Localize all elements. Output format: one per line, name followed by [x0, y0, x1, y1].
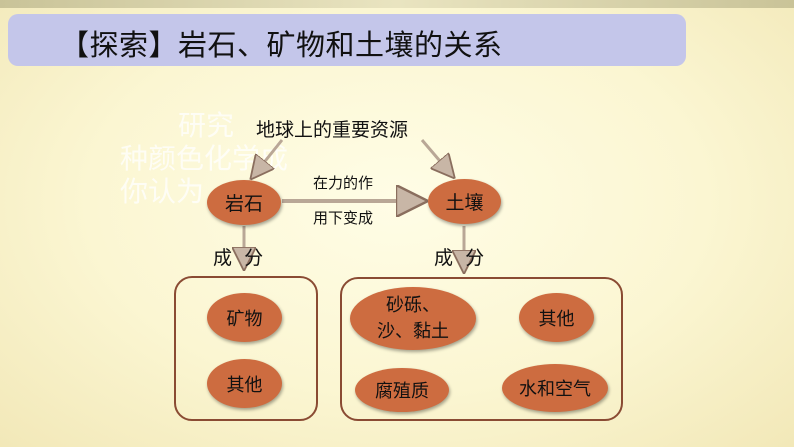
gravel-sand-clay-node: 砂砾、 沙、黏土	[350, 287, 476, 350]
rock-other-node-label: 其他	[226, 374, 263, 396]
mineral-node: 矿物	[207, 293, 282, 342]
arrow-root-to-rock	[254, 139, 284, 175]
soil-composition-box	[340, 277, 623, 421]
humus-node-label: 腐殖质	[375, 381, 429, 402]
mineral-node-label: 矿物	[226, 308, 263, 330]
soil-node-label: 土壤	[445, 192, 484, 214]
root-node-label: 地球上的重要资源	[256, 119, 409, 141]
soil-other-node-label: 其他	[538, 308, 575, 330]
transform-label-line1: 在力的作	[313, 174, 374, 192]
faded-background-text: 研究	[178, 109, 235, 142]
water-air-node: 水和空气	[502, 364, 608, 412]
rock-composition-box	[174, 276, 318, 421]
gravel-label-line1: 砂砾、	[386, 294, 440, 316]
gravel-label-line2: 沙、黏土	[377, 320, 449, 342]
soil-composition-label: 成 分	[434, 247, 485, 269]
rock-node: 岩石	[207, 180, 281, 225]
humus-node: 腐殖质	[355, 368, 449, 412]
water-air-node-label: 水和空气	[519, 379, 591, 400]
rock-composition-label: 成 分	[213, 247, 264, 269]
rock-other-node: 其他	[207, 359, 282, 408]
faded-background-text: 你认为	[120, 175, 205, 208]
soil-node: 土壤	[428, 179, 501, 224]
top-decoration-bar	[0, 0, 794, 8]
rock-node-label: 岩石	[224, 193, 263, 215]
arrow-root-to-soil	[420, 139, 451, 174]
title-banner	[8, 14, 686, 66]
soil-other-node: 其他	[519, 293, 594, 342]
slide-title: 【探索】岩石、矿物和土壤的关系	[60, 28, 503, 62]
transform-label-line2: 用下变成	[313, 209, 374, 227]
